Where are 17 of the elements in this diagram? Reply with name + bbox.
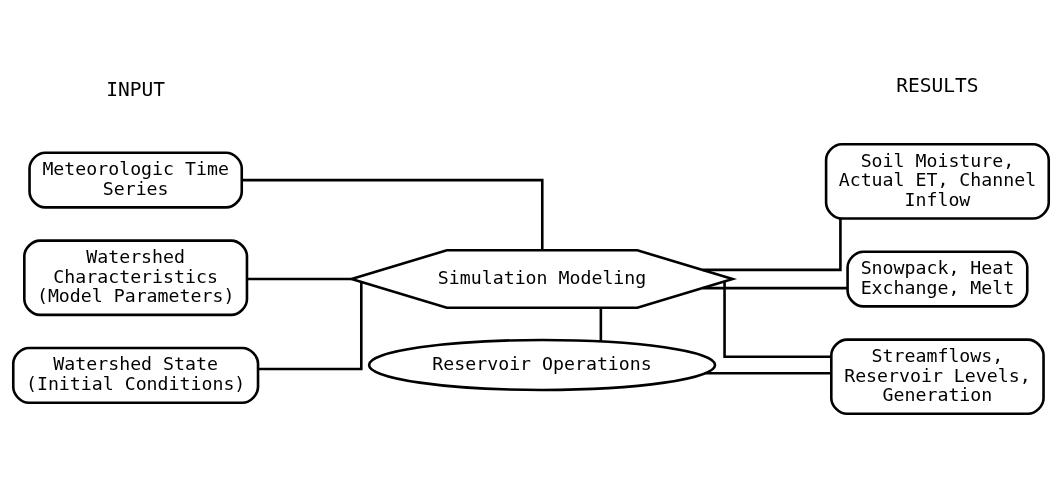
node-box: Watershed State (Initial Conditions): [11, 346, 260, 405]
connector: [702, 218, 842, 272]
connector: [258, 282, 363, 371]
connector: [599, 308, 603, 342]
node-box: Watershed Characteristics (Model Parameters): [23, 239, 249, 317]
connector: [723, 281, 831, 358]
connector: [247, 277, 352, 281]
node-box: Snowpack, Heat Exchange, Melt: [846, 250, 1029, 308]
connector: [702, 286, 848, 290]
node-box: Meteorologic Time Series: [28, 151, 244, 209]
label: INPUT: [106, 78, 166, 102]
label: RESULTS: [896, 74, 979, 98]
node-box: Soil Moisture, Actual ET, Channel Inflow: [824, 143, 1051, 220]
connector: [241, 178, 544, 250]
node-box: Streamflows, Reservoir Levels, Generation: [830, 338, 1045, 416]
node-ellipse: Reservoir Operations: [367, 338, 717, 392]
connector: [705, 371, 831, 375]
